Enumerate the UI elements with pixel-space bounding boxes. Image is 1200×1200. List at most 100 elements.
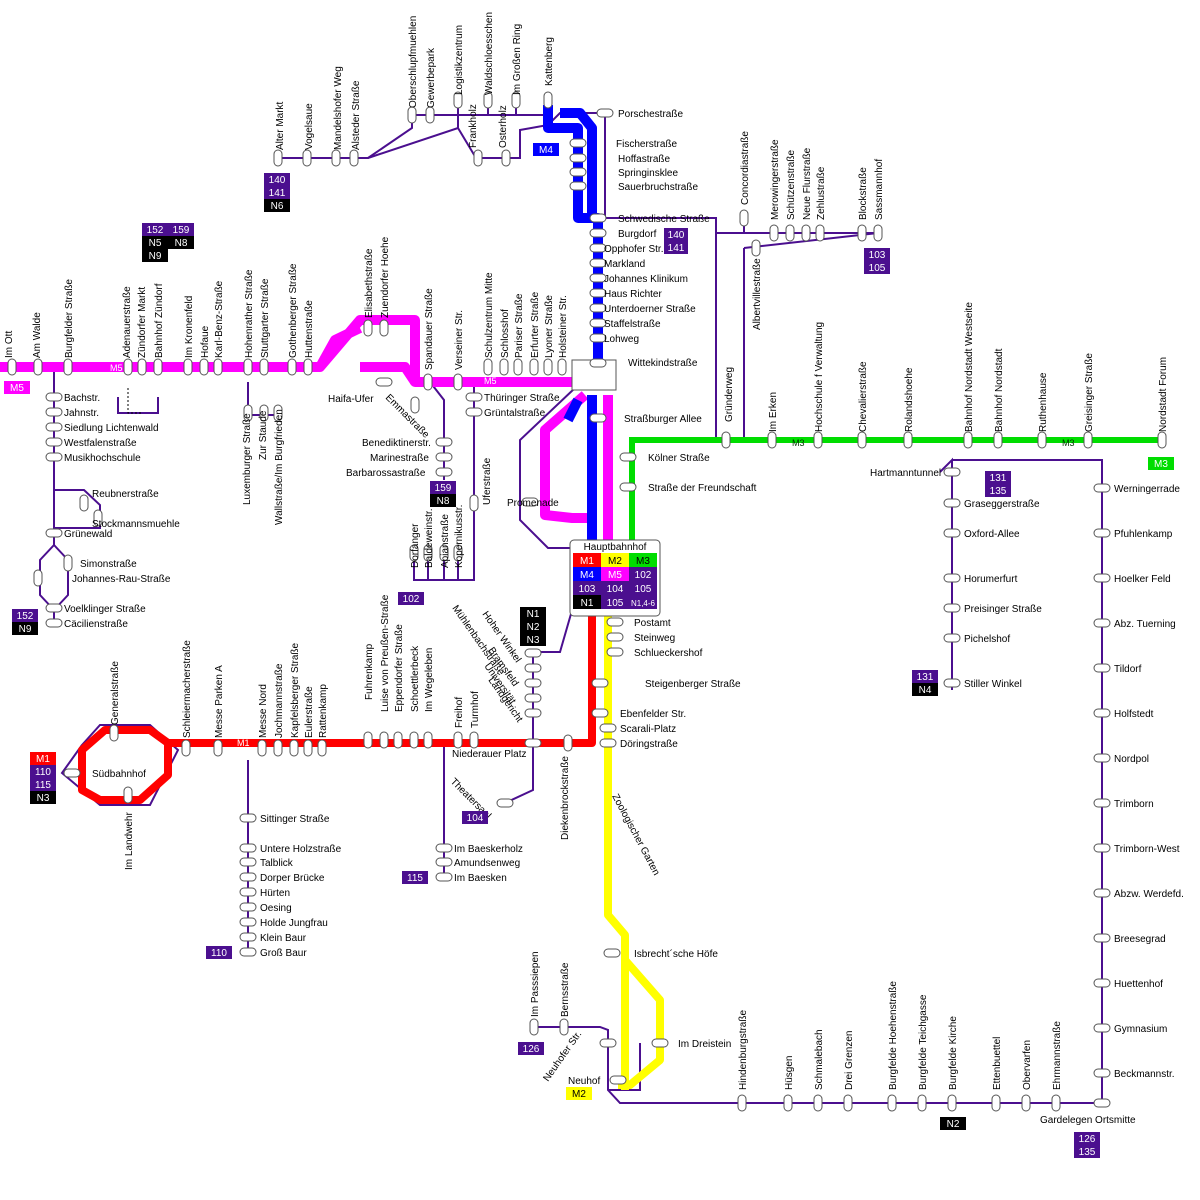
stop-sudbahnhof[interactable]: Südbahnhof xyxy=(63,768,146,780)
stop-karl-benz-strae[interactable]: Karl-Benz-Straße xyxy=(213,280,225,376)
stop-marker[interactable] xyxy=(410,396,420,414)
stop-bahnhof-nordstadt-westseite[interactable]: Bahnhof Nordstadt Westseite xyxy=(963,302,975,449)
stop-neue-flurstrae[interactable]: Neue Flurstraße xyxy=(801,147,813,242)
stop-scarali-platz[interactable]: Scarali-Platz xyxy=(599,723,676,735)
stop-westfalenstrae[interactable]: Westfalenstraße xyxy=(45,437,137,449)
stop-marker[interactable] xyxy=(521,497,539,507)
stop-stiller-winkel[interactable]: Stiller Winkel xyxy=(943,678,1022,690)
stop-strae-der-freundschaft[interactable]: Straße der Freundschaft xyxy=(619,482,757,494)
stop-talblick[interactable]: Talblick xyxy=(239,857,294,869)
stop-kattenberg[interactable]: Kattenberg xyxy=(543,37,555,109)
stop-marker[interactable] xyxy=(123,786,133,804)
stop-generalstrae[interactable]: Generalstraße xyxy=(109,661,121,742)
stop-marker[interactable] xyxy=(1093,528,1111,538)
stop-jochmannstrae[interactable]: Jochmannstraße xyxy=(273,663,285,757)
stop-oesing[interactable]: Oesing xyxy=(239,902,292,914)
stop-holde-jungfrau[interactable]: Holde Jungfrau xyxy=(239,917,328,929)
stop-im-wegeleben[interactable]: Im Wegeleben xyxy=(423,648,435,749)
stop-marker[interactable] xyxy=(199,358,209,376)
stop-gymnasium[interactable]: Gymnasium xyxy=(1093,1023,1167,1035)
stop-marker[interactable] xyxy=(501,149,511,167)
stop-marker[interactable] xyxy=(7,358,17,376)
stop-im-kronenfeld[interactable]: Im Kronenfeld xyxy=(183,296,195,376)
stop-marker[interactable] xyxy=(239,843,257,853)
stop-marker[interactable] xyxy=(721,431,731,449)
stop-turmhof[interactable]: Turmhof xyxy=(469,691,481,749)
stop-marker[interactable] xyxy=(109,724,119,742)
stop-marker[interactable] xyxy=(273,404,283,422)
stop-marker[interactable] xyxy=(363,731,373,749)
stop-baldeweinstr[interactable]: Baldeweinstr. xyxy=(423,509,435,568)
stop-marker[interactable] xyxy=(63,768,81,778)
stop-marker[interactable] xyxy=(273,739,283,757)
stop-neuhof[interactable]: Neuhof xyxy=(568,1075,627,1087)
stop-trimborn[interactable]: Trimborn xyxy=(1093,798,1154,810)
stop-opphofer-str[interactable]: Opphofer Str. xyxy=(589,243,663,255)
stop-ettenbuettel[interactable]: Ettenbuettel xyxy=(991,1037,1003,1112)
stop-marker[interactable] xyxy=(917,1094,927,1112)
stop-marker[interactable] xyxy=(496,798,514,808)
stop-marker[interactable] xyxy=(435,452,453,462)
stop-marker[interactable] xyxy=(45,603,63,613)
stop-barbarossastrae[interactable]: Barbarossastraße xyxy=(346,467,453,479)
stop-marker[interactable] xyxy=(606,632,624,642)
stop-fuhrenkamp[interactable]: Fuhrenkamp xyxy=(363,643,375,749)
stop-tildorf[interactable]: Tildorf xyxy=(1093,663,1142,675)
stop-marker[interactable] xyxy=(302,149,312,167)
stop-oxford-allee[interactable]: Oxford-Allee xyxy=(943,528,1020,540)
stop-marker[interactable] xyxy=(751,239,761,257)
stop-marker[interactable] xyxy=(45,528,63,538)
stop-hartmanntunnel[interactable]: Hartmanntunnel xyxy=(870,467,961,479)
stop-marker[interactable] xyxy=(45,452,63,462)
stop-schmalebach[interactable]: Schmalebach xyxy=(813,1029,825,1112)
stop-untere-holzstrae[interactable]: Untere Holzstraße xyxy=(239,843,342,855)
stop-stuttgarter-strae[interactable]: Stuttgarter Straße xyxy=(259,278,271,376)
stop-marker[interactable] xyxy=(435,843,453,853)
stop-huttenstrae[interactable]: Huttenstraße xyxy=(303,300,315,376)
stop-marker[interactable] xyxy=(947,1094,957,1112)
stop-marker[interactable] xyxy=(79,494,89,512)
stop-blockstrae[interactable]: Blockstraße xyxy=(857,167,869,242)
stop-schwedische-strae[interactable]: Schwedische Straße xyxy=(589,213,710,225)
stop-marker[interactable] xyxy=(1093,798,1111,808)
stop-johannes-klinikum[interactable]: Johannes Klinikum xyxy=(589,273,688,285)
stop-burgfelde-kirche[interactable]: Burgfelde Kirche xyxy=(947,1016,959,1112)
stop-marker[interactable] xyxy=(289,739,299,757)
stop-im-erken[interactable]: Im Erken xyxy=(767,392,779,449)
stop-vogelsaue[interactable]: Vogelsaue xyxy=(302,103,315,167)
stop-marker[interactable] xyxy=(1093,888,1111,898)
stop-marker[interactable] xyxy=(524,738,542,748)
stop-haus-richter[interactable]: Haus Richter xyxy=(589,288,662,300)
stop-marker[interactable] xyxy=(801,224,811,242)
stop-pariser-strae[interactable]: Pariser Straße xyxy=(513,293,525,376)
stop-hofaue[interactable]: Hofaue xyxy=(199,325,211,376)
stop-marker[interactable] xyxy=(1157,431,1167,449)
stop-marker[interactable] xyxy=(363,319,373,337)
stop-kolner-strae[interactable]: Kölner Straße xyxy=(619,452,710,464)
stop-marker[interactable] xyxy=(589,333,607,343)
stop-zehlustrae[interactable]: Zehlustraße xyxy=(815,166,827,242)
stop-marker[interactable] xyxy=(524,678,542,688)
stop-marker[interactable] xyxy=(857,224,867,242)
stop-merowingerstrae[interactable]: Merowingerstraße xyxy=(769,139,781,242)
stop-rattenkamp[interactable]: Rattenkamp xyxy=(317,684,329,757)
stop-marker[interactable] xyxy=(943,603,961,613)
stop-marker[interactable] xyxy=(435,467,453,477)
stop-marker[interactable] xyxy=(529,1018,539,1036)
stop-fischerstrae[interactable]: Fischerstraße xyxy=(569,138,678,150)
stop-marker[interactable] xyxy=(259,404,269,422)
stop-marker[interactable] xyxy=(589,243,607,253)
stop-marker[interactable] xyxy=(483,91,493,109)
stop-zur-staude[interactable]: Zur Staude xyxy=(258,404,269,460)
stop-im-passsiepen[interactable]: Im Passsiepen xyxy=(529,951,541,1036)
stop-wittekindstrae[interactable]: Wittekindstraße xyxy=(589,358,698,369)
stop-marker[interactable] xyxy=(239,872,257,882)
stop-concordiastrae[interactable]: Concordiastraße xyxy=(739,131,751,227)
stop-schulzentrum-mitte[interactable]: Schulzentrum Mitte xyxy=(483,272,495,376)
stop-sittinger-strae[interactable]: Sittinger Straße xyxy=(239,813,330,825)
stop-chevalierstrae[interactable]: Chevalierstraße xyxy=(857,361,869,449)
stop-dorper-brucke[interactable]: Dorper Brücke xyxy=(239,872,325,884)
stop-schutzenstrae[interactable]: Schützenstraße xyxy=(785,150,797,242)
stop-im-landwehr[interactable]: Im Landwehr xyxy=(123,786,135,870)
stop-marker[interactable] xyxy=(239,813,257,823)
